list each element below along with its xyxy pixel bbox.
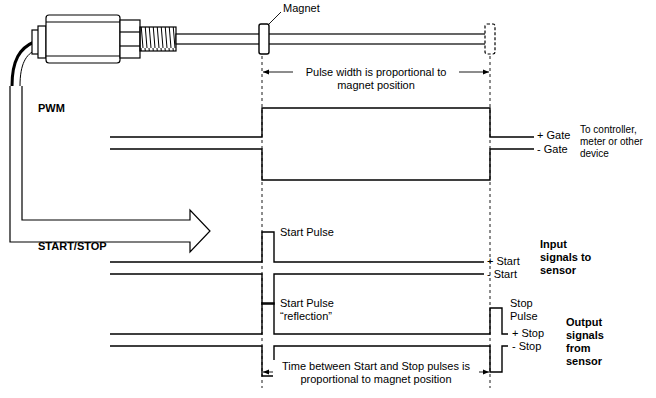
signal-arrow	[10, 86, 210, 252]
hex-nut	[120, 20, 140, 58]
pulse-name: Start Pulse	[280, 226, 360, 239]
hex-facet	[120, 31, 140, 32]
gate-minus-trace	[110, 149, 534, 180]
housing-line	[46, 21, 120, 22]
signal-name: PWM	[38, 102, 98, 115]
signal-pin: - Gate	[537, 143, 579, 156]
cable-edge	[20, 50, 36, 86]
signal-pin: - Stop	[512, 340, 556, 353]
group-note: Input signals to sensor	[540, 238, 600, 277]
housing-line	[46, 55, 120, 56]
position-guide	[262, 56, 263, 388]
hex-facet	[120, 45, 140, 46]
sensor-rod	[176, 34, 494, 44]
magnet-ghost	[485, 24, 495, 54]
pulse-name: Start Pulse “reflection”	[280, 297, 360, 323]
group-note: Output signals from sensor	[566, 316, 626, 368]
signal-pin: + Start	[487, 255, 531, 268]
signal-pin: + Stop	[512, 327, 556, 340]
sensor-housing	[46, 15, 120, 63]
dimension-note: Pulse width is proportional to magnet po…	[293, 66, 459, 92]
part-name: Magnet	[283, 2, 343, 15]
connector-nut	[38, 26, 46, 58]
dimension-note: Time between Start and Stop pulses is pr…	[273, 360, 479, 386]
signal-pin: + Gate	[537, 129, 579, 142]
pulse-name: Stop Pulse	[510, 297, 550, 323]
destination-note: To controller, meter or other device	[580, 124, 654, 160]
magnet-ring	[259, 24, 269, 54]
threaded-section	[140, 27, 176, 51]
signal-name: START/STOP	[38, 240, 110, 253]
leader-line	[269, 12, 281, 24]
signal-pin: - Start	[487, 268, 531, 281]
gate-plus-trace	[110, 108, 534, 137]
position-guide	[490, 56, 491, 388]
